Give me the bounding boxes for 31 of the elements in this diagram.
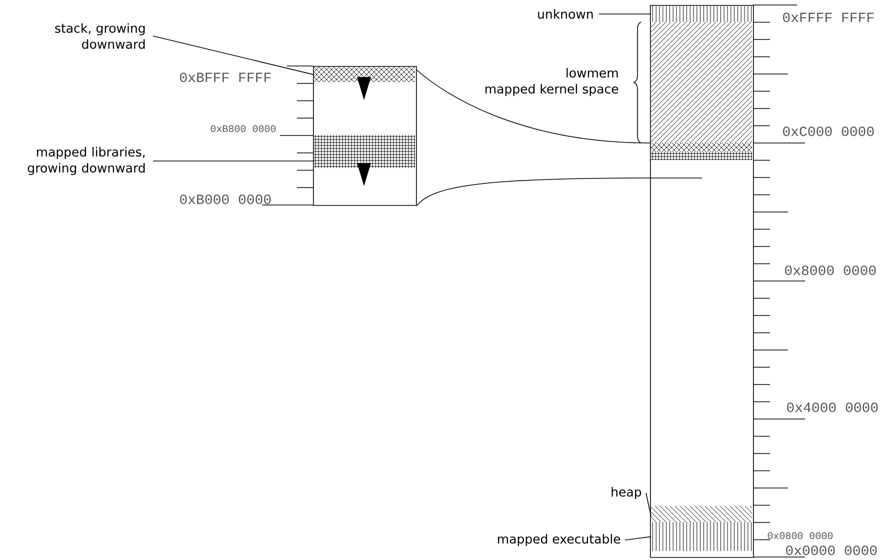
region-label: mapped libraries, growing downward [28, 146, 145, 176]
hatched-region [652, 6, 752, 22]
hatched-region [314, 135, 415, 168]
memory-box [313, 66, 417, 206]
address-label: 0xBFFF FFFF [180, 72, 271, 82]
hatched-region [652, 522, 752, 551]
address-label: 0x0800 0000 [768, 532, 833, 540]
leader-line [152, 36, 314, 76]
region-label: heap [612, 486, 642, 500]
zoom-curve [416, 178, 650, 206]
region-label: unknown [538, 9, 593, 19]
hatched-region [651, 152, 752, 160]
address-label: 0x4000 0000 [787, 402, 878, 412]
address-label: 0x8000 0000 [785, 266, 876, 276]
hatched-region [651, 22, 752, 143]
address-label: 0xC000 0000 [783, 126, 874, 136]
leader-line [152, 160, 314, 162]
address-label: 0x0000 0000 [786, 546, 877, 556]
leader-line [646, 492, 652, 517]
leader-line [624, 536, 652, 540]
hatched-region [651, 506, 752, 522]
zoom-curve [416, 70, 650, 144]
region-label: stack, growing downward [55, 23, 145, 49]
hatched-region [314, 67, 415, 82]
address-label: 0xFFFF FFFF [783, 12, 874, 22]
region-label: mapped executable [498, 534, 620, 546]
hatched-region [651, 143, 752, 152]
address-label: 0xB000 0000 [180, 194, 271, 204]
memory-box [650, 5, 754, 558]
region-label: lowmem mapped kernel space [486, 68, 618, 96]
address-label: 0xB800 0000 [210, 125, 276, 132]
